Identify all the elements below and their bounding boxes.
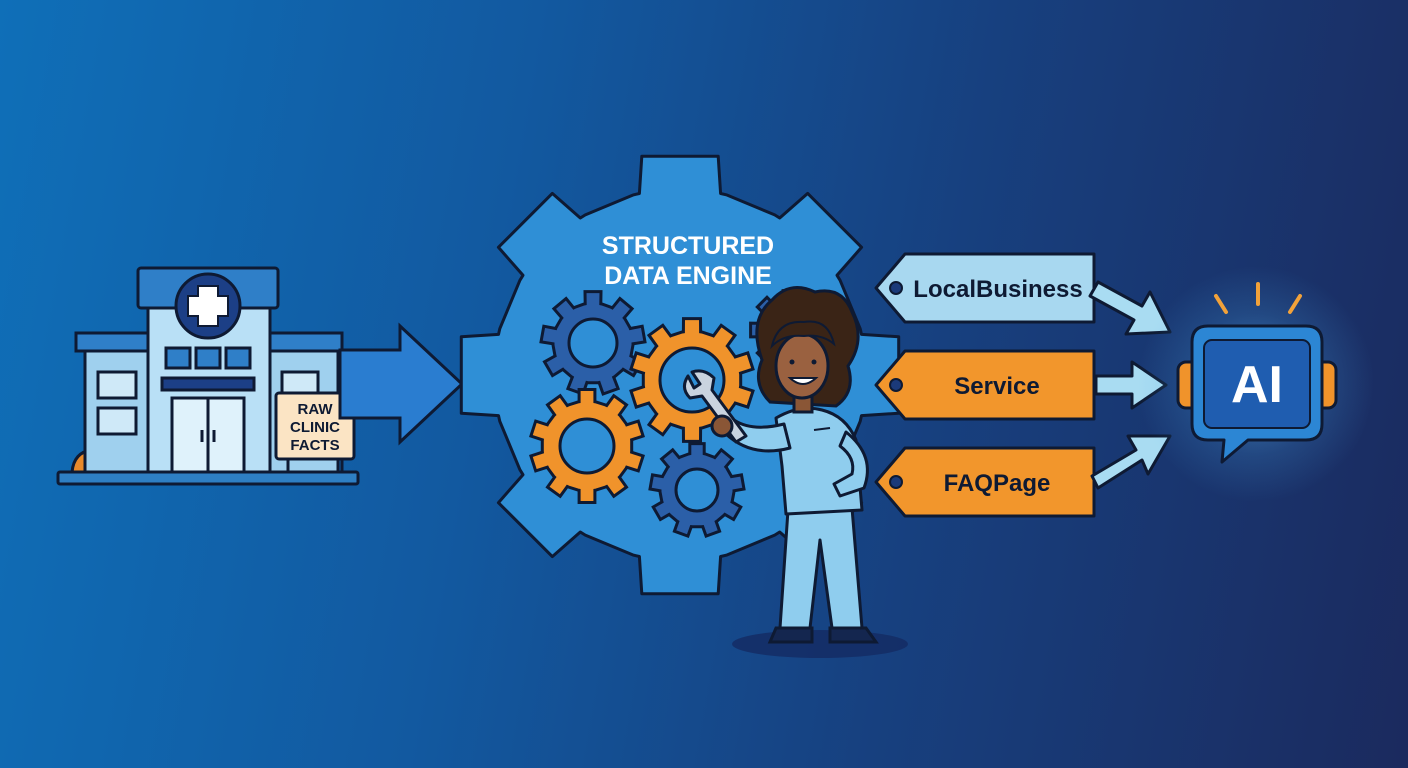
inner-gear-orange-bottom-left-icon xyxy=(529,388,645,504)
tag-faqpage: FAQPage xyxy=(874,446,1096,518)
inner-gear-dark-bottom-icon xyxy=(648,442,746,539)
tag-service: Service xyxy=(874,349,1096,421)
arrow-localbusiness-to-ai-icon xyxy=(1088,280,1172,336)
tag-service-label: Service xyxy=(954,373,1039,400)
tag-localbusiness-label: LocalBusiness xyxy=(913,276,1082,303)
tag-localbusiness: LocalBusiness xyxy=(874,252,1096,324)
inner-gear-dark-top-left-icon xyxy=(539,290,647,396)
ai-assistant-icon: AI xyxy=(1138,266,1374,502)
sign-line-2: CLINIC xyxy=(290,419,340,436)
tag-faqpage-label: FAQPage xyxy=(944,470,1051,497)
engine-title-line-2: DATA ENGINE xyxy=(604,262,772,290)
arrow-faqpage-to-ai-icon xyxy=(1090,434,1172,490)
sign-line-3: FACTS xyxy=(290,437,339,454)
engineer-character xyxy=(683,286,908,658)
ai-label: AI xyxy=(1231,356,1283,414)
sign-line-1: RAW xyxy=(298,401,334,418)
engine-title-line-1: STRUCTURED xyxy=(602,232,774,260)
input-arrow-icon xyxy=(338,322,465,446)
raw-clinic-facts-sign: RAW CLINIC FACTS xyxy=(274,391,356,472)
